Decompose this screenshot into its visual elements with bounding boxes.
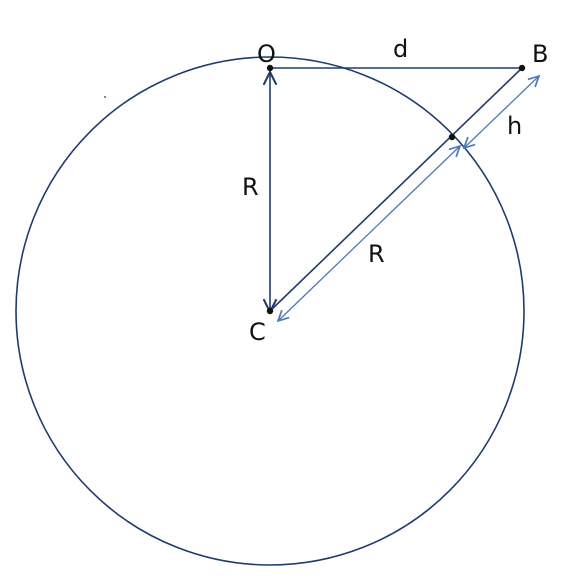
earth-circle [15, 56, 525, 566]
point-b-dot [518, 64, 526, 72]
label-r-vertical: R [242, 173, 259, 201]
stray-mark [104, 96, 106, 98]
label-d: d [393, 35, 408, 63]
point-o-dot [266, 64, 274, 72]
surface-intersection-dot [448, 133, 456, 141]
height-dimension-arrow [464, 76, 539, 148]
point-c-dot [266, 307, 274, 315]
label-r-diagonal: R [368, 240, 385, 268]
label-h: h [507, 112, 522, 140]
label-o: O [257, 40, 276, 68]
label-c: C [249, 318, 266, 346]
label-b: B [532, 40, 548, 68]
radius-dimension-arrow-diagonal [278, 146, 460, 321]
line-c-b [269, 67, 523, 312]
